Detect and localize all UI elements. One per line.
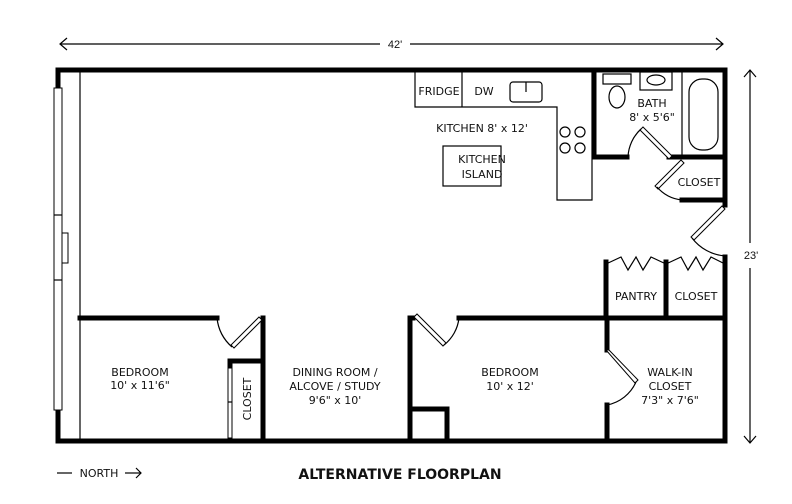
- width-dimension: 42': [59, 37, 724, 51]
- dishwasher-label: DW: [474, 85, 493, 98]
- bath-size: 8' x 5'6": [629, 111, 675, 124]
- closet-label-bath: CLOSET: [678, 176, 721, 189]
- bath-label: BATH: [637, 97, 666, 110]
- toilet-icon: [602, 73, 632, 109]
- closet-bifold-door[interactable]: [665, 255, 726, 272]
- kitchen-counter: FRIDGE DW: [414, 72, 593, 201]
- closet-label-bedroom1: CLOSET: [241, 377, 254, 420]
- bedroom1-door[interactable]: [216, 316, 263, 349]
- north-label: NORTH: [80, 467, 119, 480]
- bedroom1-label: BEDROOM: [111, 366, 168, 379]
- walkin-size: 7'3" x 7'6": [641, 394, 699, 407]
- pantry-closet-walls: [603, 259, 669, 321]
- walkin-label-2: CLOSET: [649, 380, 692, 393]
- pantry-label: PANTRY: [615, 290, 657, 303]
- island-label-1: KITCHEN: [458, 153, 506, 166]
- height-label: 23': [744, 250, 758, 262]
- interior-walls: [77, 315, 728, 444]
- bath-door[interactable]: [627, 126, 673, 160]
- height-dimension: 23': [743, 69, 758, 444]
- exterior-walls: [55, 67, 728, 444]
- dining-size: 9'6" x 10': [309, 394, 362, 407]
- stove-icon: [559, 126, 586, 154]
- north-indicator: NORTH: [57, 467, 142, 480]
- bathtub-icon: [688, 78, 719, 151]
- closet-bedroom1-door[interactable]: [227, 367, 233, 439]
- bedroom2-size: 10' x 12': [486, 380, 534, 393]
- kitchen-island: [442, 145, 502, 187]
- closet-door-bath[interactable]: [654, 159, 685, 201]
- walkin-label-1: WALK-IN: [647, 366, 692, 379]
- island-label-2: ISLAND: [462, 168, 503, 181]
- dining-label-1: DINING ROOM /: [292, 366, 377, 379]
- bedroom1-size: 10' x 11'6": [110, 379, 170, 392]
- dining-label-2: ALCOVE / STUDY: [289, 380, 381, 393]
- pantry-bifold-door[interactable]: [605, 255, 667, 272]
- width-label: 42': [388, 39, 402, 51]
- closet-label-entry: CLOSET: [675, 290, 718, 303]
- plan-title: ALTERNATIVE FLOORPLAN: [298, 467, 501, 483]
- bath-sink-icon: [639, 71, 673, 91]
- bedroom2-door[interactable]: [413, 313, 460, 347]
- window: [53, 87, 69, 411]
- bath-walls: [591, 67, 728, 160]
- entry-door[interactable]: [690, 205, 726, 257]
- walkin-door[interactable]: [604, 349, 639, 406]
- bedroom2-label: BEDROOM: [481, 366, 538, 379]
- kitchen-label: KITCHEN 8' x 12': [436, 122, 528, 135]
- fridge-label: FRIDGE: [418, 85, 459, 98]
